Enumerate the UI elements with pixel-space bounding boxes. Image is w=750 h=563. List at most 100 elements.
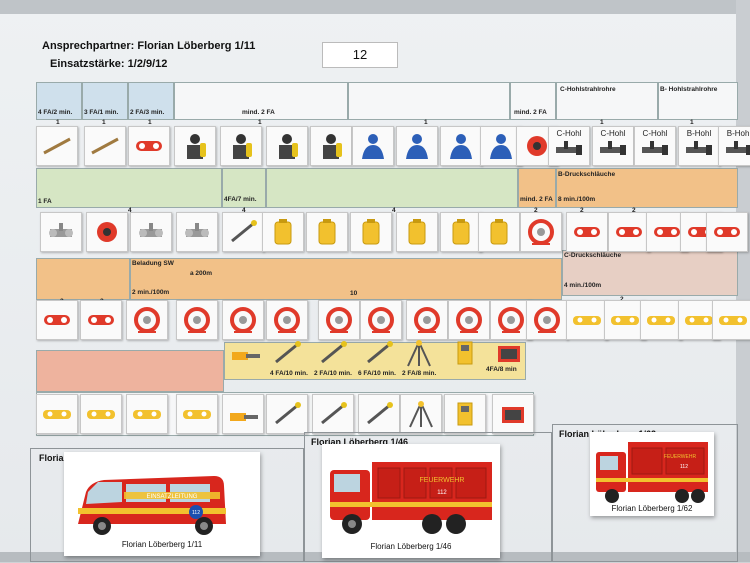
row1-count-7: 1 bbox=[690, 119, 694, 126]
equipment-card-0 bbox=[36, 126, 78, 166]
reel-icon bbox=[534, 307, 560, 333]
tripod-icon bbox=[407, 340, 431, 367]
equipment-card-44 bbox=[490, 300, 532, 340]
equipment-card-21 bbox=[222, 212, 264, 252]
equipment-card-30 bbox=[608, 212, 650, 252]
can-icon bbox=[452, 219, 470, 245]
equipment-card-48 bbox=[640, 300, 682, 340]
hose-icon bbox=[654, 227, 680, 237]
band-row1-c bbox=[128, 82, 174, 120]
tripod-icon bbox=[409, 401, 433, 428]
hose-icon bbox=[44, 315, 70, 325]
unit-count-box: 12 bbox=[322, 42, 398, 68]
equipment-card-9 bbox=[440, 126, 482, 166]
yhose-icon bbox=[183, 410, 211, 419]
band-row5-orange-a bbox=[36, 258, 130, 300]
equipment-card-43 bbox=[448, 300, 490, 340]
elw-badge-text: 112 bbox=[192, 510, 200, 516]
hlf-side-text: FEUERWEHR bbox=[420, 477, 465, 484]
reel-icon bbox=[414, 307, 440, 333]
band-row3-orange-b bbox=[556, 168, 738, 208]
can-icon bbox=[318, 219, 336, 245]
nozzle-card-label: C-Hohl bbox=[600, 129, 626, 138]
reel-icon bbox=[528, 219, 554, 245]
sca-icon bbox=[233, 134, 252, 159]
equipment-card-25 bbox=[396, 212, 438, 252]
fan-icon bbox=[97, 222, 117, 242]
row1-label-7: mind. 2 FA bbox=[514, 109, 547, 116]
band-row3-green-b bbox=[222, 168, 266, 208]
pump-icon bbox=[457, 402, 473, 426]
elw-label: Florian Löberberg 1/11 bbox=[121, 540, 203, 549]
equipment-card-53 bbox=[314, 340, 352, 366]
equipment-card-61 bbox=[176, 394, 218, 434]
equipment-card-50 bbox=[712, 300, 750, 340]
nozzle-card-label: B-Hohl bbox=[726, 129, 750, 138]
hlf-badge-text: 112 bbox=[437, 490, 447, 496]
dist-icon bbox=[49, 223, 73, 237]
equipment-card-8 bbox=[396, 126, 438, 166]
can-icon bbox=[490, 219, 508, 245]
equipment-card-56 bbox=[446, 340, 484, 366]
row3-count-2: 4 bbox=[242, 207, 246, 214]
vehicle-card-tlf: FEUERWEHR 112 Florian Löberberg 1/62 bbox=[590, 432, 714, 516]
band-row1-h bbox=[658, 82, 738, 120]
nozzle-icon bbox=[600, 141, 626, 155]
equipment-card-62 bbox=[222, 394, 264, 434]
equipment-card-35 bbox=[80, 300, 122, 340]
row1-count-4: 1 bbox=[258, 119, 262, 126]
yhose-icon bbox=[573, 316, 601, 325]
equipment-card-1 bbox=[84, 126, 126, 166]
equipment-card-55 bbox=[400, 340, 438, 367]
yhose-icon bbox=[611, 316, 639, 325]
strength-line: Einsatzstärke: 1/2/9/12 bbox=[50, 58, 168, 70]
nozzle-card-label: C-Hohl bbox=[556, 129, 582, 138]
nozzle-icon bbox=[556, 141, 582, 155]
tool-icon bbox=[275, 402, 301, 425]
row1-count-3: 1 bbox=[148, 119, 152, 126]
tlf-badge-text: 112 bbox=[680, 464, 688, 470]
row1-label-3: 2 FA/3 min. bbox=[130, 109, 165, 116]
equipment-card-58 bbox=[36, 394, 78, 434]
equipment-card-16: B-Hohl bbox=[718, 126, 750, 166]
row5-label-3: 2 min./100m bbox=[132, 289, 170, 296]
row3-count-1: 4 bbox=[128, 207, 132, 214]
tlf-label: Florian Löberberg 1/62 bbox=[611, 504, 693, 513]
sca-icon bbox=[279, 134, 298, 159]
row7-label-2: 2 FA/10 min. bbox=[314, 370, 352, 377]
equipment-card-52 bbox=[268, 340, 306, 366]
tlf-side-text: FEUERWEHR bbox=[664, 454, 697, 460]
equipment-card-3 bbox=[174, 126, 216, 166]
equipment-card-68 bbox=[492, 394, 534, 434]
equipment-card-54 bbox=[360, 340, 398, 366]
hose-icon bbox=[714, 227, 740, 237]
dist-icon bbox=[139, 223, 163, 237]
row1-count-2: 1 bbox=[102, 119, 106, 126]
can-icon bbox=[408, 219, 426, 245]
equipment-card-45 bbox=[526, 300, 568, 340]
tool-icon bbox=[231, 220, 257, 243]
nozzle-icon bbox=[642, 141, 668, 155]
equipment-card-41 bbox=[360, 300, 402, 340]
yhose-icon bbox=[87, 410, 115, 419]
blue-icon bbox=[406, 134, 428, 159]
equipment-card-12: C-Hohl bbox=[548, 126, 590, 166]
equipment-card-33 bbox=[706, 212, 748, 252]
row5-label-6: 10 bbox=[350, 290, 358, 297]
hose-icon bbox=[574, 227, 600, 237]
row1-count-6: 1 bbox=[600, 119, 604, 126]
blue-icon bbox=[362, 134, 384, 159]
row5-label-5: 4 min./100m bbox=[564, 282, 602, 289]
equipment-card-7 bbox=[352, 126, 394, 166]
row7-label-1: 4 FA/10 min. bbox=[270, 370, 308, 377]
gen-icon bbox=[498, 346, 520, 362]
row1-count-5: 1 bbox=[424, 119, 428, 126]
contact-line: Ansprechpartner: Florian Löberberg 1/11 bbox=[42, 40, 256, 52]
equipment-card-6 bbox=[310, 126, 352, 166]
row3-label-4: B-Druckschläuche bbox=[558, 171, 616, 178]
equipment-card-46 bbox=[566, 300, 608, 340]
equipment-card-47 bbox=[604, 300, 646, 340]
tool-icon bbox=[367, 341, 393, 364]
row1-label-4: mind. 2 FA bbox=[242, 109, 275, 116]
equipment-card-5 bbox=[266, 126, 308, 166]
